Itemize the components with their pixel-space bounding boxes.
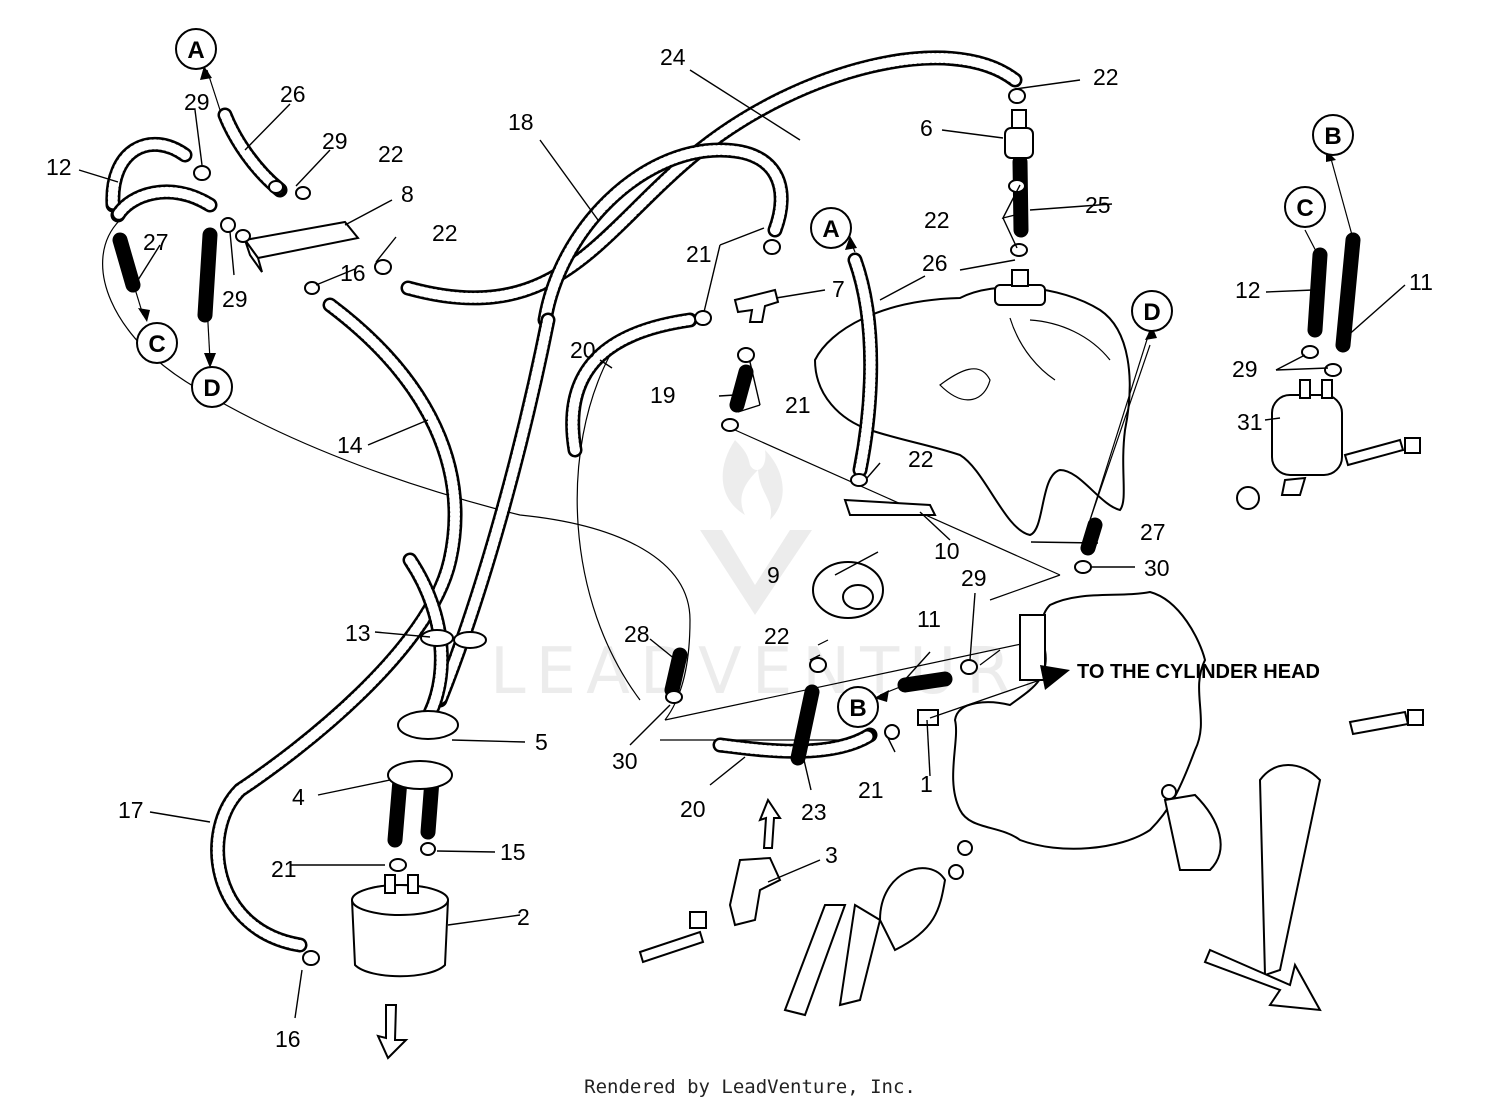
callout-21-c: 21: [858, 777, 884, 803]
callout-12: 12: [1235, 277, 1261, 303]
callout-26-b: 26: [922, 250, 948, 276]
callout-29-c: 29: [222, 286, 248, 312]
svg-text:A: A: [187, 37, 204, 64]
svg-text:A: A: [822, 216, 839, 243]
callout-27: 27: [143, 229, 169, 255]
cylinder-head-note: TO THE CYLINDER HEAD: [1077, 661, 1320, 683]
callout-11-b: 11: [917, 606, 941, 632]
callout-24: 24: [660, 44, 686, 70]
callout-25: 25: [1085, 192, 1111, 218]
callout-21-b: 21: [785, 392, 811, 418]
callout-22-d: 22: [432, 220, 458, 246]
callout-29-b: 29: [322, 128, 348, 154]
callout-22-e: 22: [908, 446, 934, 472]
callout-22: 22: [1093, 64, 1119, 90]
svg-text:D: D: [1143, 299, 1160, 326]
ref-marker-a: A: [175, 28, 217, 70]
callout-5: 5: [535, 729, 548, 755]
components: [193, 88, 1424, 1017]
callout-20: 20: [570, 337, 596, 363]
callout-7: 7: [832, 276, 845, 302]
callout-6: 6: [920, 115, 933, 141]
callout-16-b: 16: [340, 260, 366, 286]
callout-13: 13: [345, 620, 371, 646]
footer-credit: Rendered by LeadVenture, Inc.: [584, 1076, 916, 1098]
leader-lines: [78, 69, 1406, 1019]
direction-arrow-icon: [1203, 948, 1322, 1012]
callout-31: 31: [1237, 409, 1263, 435]
callout-26: 26: [280, 81, 306, 107]
callout-10: 10: [934, 538, 960, 564]
svg-text:C: C: [1296, 195, 1313, 222]
ref-marker-d: D: [1131, 290, 1173, 332]
callout-18: 18: [508, 109, 534, 135]
svg-text:C: C: [148, 331, 165, 358]
fuel-tank: [813, 269, 1131, 537]
callout-1: 1: [920, 771, 933, 797]
callout-23: 23: [801, 799, 827, 825]
callout-21: 21: [686, 241, 712, 267]
callout-14: 14: [337, 432, 363, 458]
svg-text:B: B: [1324, 123, 1341, 150]
callout-22-f: 22: [764, 623, 790, 649]
callout-21-d: 21: [271, 856, 297, 882]
callout-29-e: 29: [1232, 356, 1258, 382]
svg-text:D: D: [203, 375, 220, 402]
callout-20-b: 20: [680, 796, 706, 822]
hoses: [105, 50, 1361, 953]
note-arrow-icon: [1040, 665, 1070, 690]
callout-19: 19: [650, 382, 676, 408]
callout-22-c: 22: [378, 141, 404, 167]
callouts: 1 2 3 4 5 6 7 8 9 10 11 11 12 12 13 14 1…: [46, 44, 1433, 1052]
callout-12-b: 12: [46, 154, 72, 180]
cylinder-head: [952, 590, 1207, 850]
callout-4: 4: [292, 784, 305, 810]
callout-2: 2: [517, 904, 530, 930]
svg-text:B: B: [849, 695, 866, 722]
callout-3: 3: [825, 842, 838, 868]
ref-marker-d-2: D: [191, 366, 233, 408]
callout-17: 17: [118, 797, 144, 823]
callout-22-b: 22: [924, 207, 950, 233]
ref-marker-b: B: [1312, 114, 1354, 156]
callout-30-b: 30: [612, 748, 638, 774]
callout-9: 9: [767, 562, 780, 588]
callout-16: 16: [275, 1026, 301, 1052]
ref-marker-c-2: C: [136, 322, 178, 364]
up-arrow-icon: [758, 797, 782, 849]
ref-marker-c: C: [1284, 186, 1326, 228]
reference-markers: A A B B C C D D: [136, 28, 1354, 728]
callout-11: 11: [1409, 269, 1433, 295]
callout-15: 15: [500, 839, 526, 865]
callout-8: 8: [401, 181, 414, 207]
callout-29: 29: [184, 89, 210, 115]
callout-27-b: 27: [1140, 519, 1166, 545]
callout-30: 30: [1144, 555, 1170, 581]
ref-marker-a-2: A: [810, 207, 852, 249]
leadventure-logo-watermark: [700, 440, 812, 615]
ref-marker-b-2: B: [837, 686, 879, 728]
down-arrow-icon: [376, 1004, 409, 1060]
callout-29-d: 29: [961, 565, 987, 591]
callout-28: 28: [624, 621, 650, 647]
